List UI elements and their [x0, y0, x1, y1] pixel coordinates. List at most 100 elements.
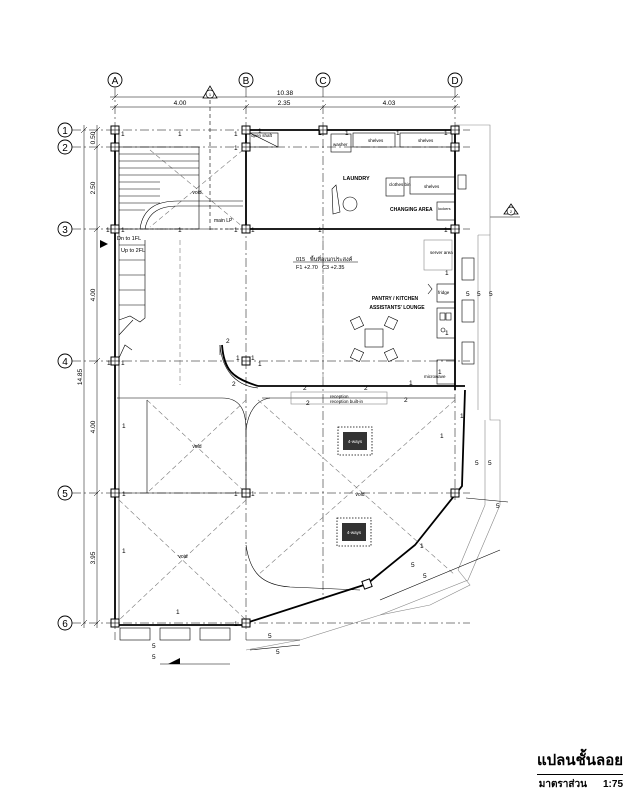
- void-label-center: void: [355, 492, 364, 498]
- grid-row-bubbles: 1 2 3 4 5 6: [57, 122, 73, 631]
- svg-text:1: 1: [209, 92, 212, 97]
- shelves-label-3: shelves: [424, 184, 440, 189]
- svg-text:1: 1: [258, 361, 262, 368]
- svg-text:2: 2: [364, 385, 368, 392]
- laundry-room: open shaft washer shelves shelves LAUNDR…: [249, 132, 467, 221]
- svg-text:4-ways: 4-ways: [347, 530, 362, 535]
- svg-text:1: 1: [234, 227, 238, 234]
- grid-bubble-d: D: [447, 72, 463, 88]
- svg-text:1: 1: [62, 126, 68, 137]
- detail-reference-tags: 1 1 1 1 1 1 1 1 1 1 1 1 1 1 1 1 1 1 1 1 …: [106, 128, 500, 661]
- stair-down-label: Dn to 1FL: [117, 236, 141, 242]
- svg-text:5: 5: [152, 643, 156, 650]
- ac-unit-2: 4-ways: [336, 517, 372, 547]
- svg-text:3: 3: [62, 225, 68, 236]
- svg-text:1: 1: [234, 621, 238, 628]
- svg-text:2: 2: [303, 385, 307, 392]
- svg-text:5: 5: [62, 489, 68, 500]
- svg-text:พื้นที่อเนกประสงค์: พื้นที่อเนกประสงค์: [310, 255, 353, 263]
- svg-text:015: 015: [296, 257, 305, 263]
- svg-text:1: 1: [251, 355, 255, 362]
- svg-text:5: 5: [475, 460, 479, 467]
- svg-text:F1 +2.70: F1 +2.70: [296, 265, 318, 271]
- reception-label-2: reception built-in: [330, 399, 364, 404]
- ac-unit-1: 4-ways: [337, 426, 373, 456]
- building-walls: [114, 129, 466, 626]
- svg-text:1: 1: [445, 330, 449, 337]
- main-lp-label: main LP: [214, 218, 233, 224]
- svg-text:2: 2: [306, 400, 310, 407]
- clothes-bin-label: clothes bin: [389, 182, 411, 187]
- section-marker-right: 2: [490, 203, 520, 218]
- svg-text:1: 1: [460, 413, 464, 420]
- open-shaft-label: open shaft: [251, 133, 273, 138]
- dim-5-6: 3.95: [90, 551, 97, 564]
- svg-text:1: 1: [318, 130, 322, 137]
- grid-bubble-6: 6: [57, 615, 73, 631]
- svg-text:B: B: [243, 76, 250, 87]
- reception-label-1: reception: [330, 394, 349, 399]
- svg-text:1: 1: [107, 360, 111, 367]
- svg-text:1: 1: [444, 130, 448, 137]
- void-areas: void void void 4-ways 4-ways: [178, 426, 373, 560]
- dim-4-5: 4.00: [90, 420, 97, 433]
- pantry-kitchen: 015 พื้นที่อเนกประสงค์ F1 +2.70 C3 +2.35…: [219, 239, 456, 405]
- svg-text:5: 5: [489, 291, 493, 298]
- svg-text:5: 5: [411, 562, 415, 569]
- void-label-left-bottom: void: [178, 554, 187, 560]
- grid-bubble-5: 5: [57, 485, 73, 501]
- lockers-label: lockers: [438, 206, 451, 211]
- pantry-label: PANTRY / KITCHEN: [372, 296, 419, 302]
- svg-text:1: 1: [121, 360, 125, 367]
- svg-text:1: 1: [318, 227, 322, 234]
- dim-overall-depth: 14.85: [77, 368, 84, 385]
- grid-column-bubbles: A B C D: [107, 72, 463, 88]
- svg-text:1: 1: [178, 227, 182, 234]
- svg-text:1: 1: [409, 380, 413, 387]
- fridge-label: fridge: [438, 290, 450, 295]
- svg-text:1: 1: [122, 548, 126, 555]
- dim-1-2: 0.50: [90, 131, 97, 144]
- scale-label: มาตราส่วน: [538, 779, 587, 790]
- shelves-label-2: shelves: [418, 138, 434, 143]
- structural-columns: [110, 125, 460, 628]
- svg-text:6: 6: [62, 619, 68, 630]
- svg-text:2: 2: [510, 209, 513, 214]
- svg-text:1: 1: [178, 131, 182, 138]
- svg-text:1: 1: [122, 423, 126, 430]
- grid-bubble-1: 1: [57, 122, 73, 138]
- svg-text:1: 1: [445, 270, 449, 277]
- grid-bubble-2: 2: [57, 139, 73, 155]
- exterior-facade: [119, 124, 509, 651]
- svg-text:1: 1: [396, 130, 400, 137]
- svg-text:2: 2: [226, 338, 230, 345]
- laundry-label: LAUNDRY: [343, 176, 370, 182]
- staircase: Dn to 1FL Up to 2FL void main LP: [117, 146, 243, 359]
- top-dimensions: 10.38 4.00 2.35 4.03: [110, 90, 460, 111]
- svg-text:A: A: [112, 76, 119, 87]
- stair-void-label: void: [192, 190, 201, 196]
- dim-2-3: 2.50: [90, 181, 97, 194]
- svg-text:1: 1: [444, 227, 448, 234]
- svg-text:4-ways: 4-ways: [348, 439, 363, 444]
- dim-c-d: 4.03: [383, 100, 396, 107]
- svg-text:5: 5: [488, 460, 492, 467]
- svg-text:4: 4: [62, 357, 68, 368]
- server-area-label: server area: [430, 250, 453, 255]
- svg-text:1: 1: [420, 543, 424, 550]
- left-dimensions: 14.85 0.50 2.50 4.00 4.00 3.95: [77, 125, 101, 628]
- void-label-left-top: void: [192, 444, 201, 450]
- svg-text:1: 1: [121, 227, 125, 234]
- svg-text:D: D: [451, 76, 458, 87]
- svg-text:1: 1: [258, 128, 262, 135]
- svg-text:1: 1: [440, 433, 444, 440]
- changing-area-label: CHANGING AREA: [390, 207, 433, 213]
- shelves-label-1: shelves: [368, 138, 384, 143]
- stair-up-label: Up to 2FL: [121, 248, 145, 254]
- svg-text:2: 2: [232, 381, 236, 388]
- svg-text:1: 1: [106, 227, 110, 234]
- grid-bubble-a: A: [107, 72, 123, 88]
- svg-text:C3 +2.35: C3 +2.35: [322, 265, 344, 271]
